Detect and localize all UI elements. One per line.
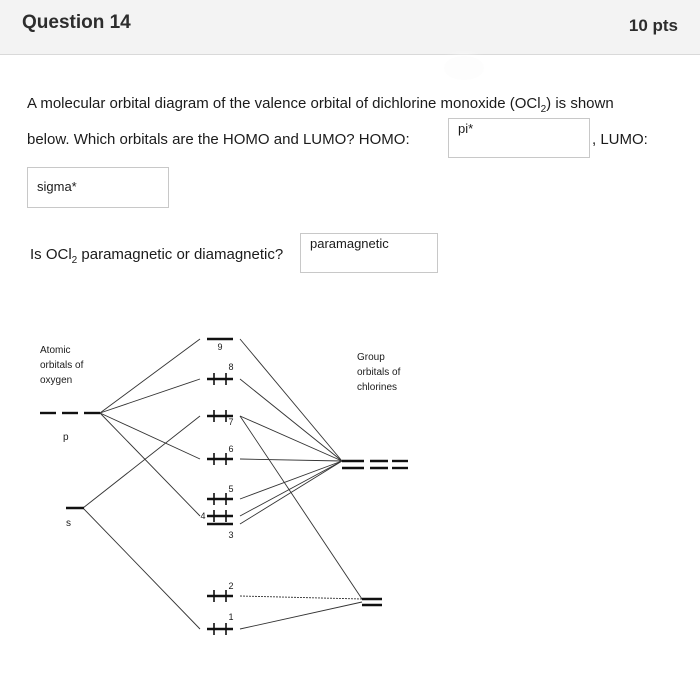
correlation-line xyxy=(99,338,201,414)
correlation-line xyxy=(239,415,343,462)
correlation-line xyxy=(82,507,201,630)
mo-number-3: 3 xyxy=(228,530,233,540)
mo-number-4: 4 xyxy=(200,511,205,521)
left-label-line2: orbitals of xyxy=(40,360,84,371)
magnetism-question-suffix: paramagnetic or diamagnetic? xyxy=(77,246,284,263)
electron-arrows xyxy=(213,373,227,635)
chlorine-group-levels xyxy=(342,459,408,607)
lumo-label: , LUMO: xyxy=(592,131,648,148)
lumo-answer-field[interactable]: sigma* xyxy=(27,167,169,208)
subscript-2b: 2 xyxy=(71,255,78,266)
correlation-line xyxy=(99,412,201,517)
mo-number-6: 6 xyxy=(228,444,233,454)
right-label-line2: orbitals of xyxy=(357,367,401,378)
mo-number-9: 9 xyxy=(217,342,222,352)
mo-number-8: 8 xyxy=(228,362,233,372)
mo-number-1: 1 xyxy=(228,612,233,622)
question-points: 10 pts xyxy=(628,16,678,35)
subscript-2: 2 xyxy=(540,104,547,115)
left-label-line3: oxygen xyxy=(40,375,72,386)
magnetism-answer-field[interactable]: paramagnetic xyxy=(300,233,438,273)
correlation-line xyxy=(99,412,201,460)
p-orbital-label: p xyxy=(63,432,69,443)
s-orbital-label: s xyxy=(66,518,71,529)
right-label-line3: chlorines xyxy=(357,382,397,393)
correlation-line xyxy=(239,601,363,630)
correlation-line xyxy=(239,458,343,462)
mo-energy-levels xyxy=(207,337,233,631)
mo-number-2: 2 xyxy=(228,581,233,591)
question-text-line1-main: A molecular orbital diagram of the valen… xyxy=(27,95,541,112)
question-text-line2: below. Which orbitals are the HOMO and L… xyxy=(27,131,410,148)
mo-number-7: 7 xyxy=(228,417,233,427)
homo-answer-field[interactable]: pi* xyxy=(448,118,590,158)
correlation-line xyxy=(82,415,201,509)
question-text-magnetism: Is OCl2 paramagnetic or diamagnetic? xyxy=(30,246,283,266)
screen-glare xyxy=(444,56,484,80)
mo-number-5: 5 xyxy=(228,484,233,494)
question-header: Question 14 10 pts xyxy=(0,0,700,55)
correlation-line xyxy=(239,460,343,517)
correlation-line xyxy=(239,415,363,600)
question-title: Question 14 xyxy=(22,12,131,33)
right-label-line1: Group xyxy=(357,352,385,363)
correlation-lines xyxy=(82,338,363,630)
correlation-line xyxy=(239,378,343,462)
question-text-line1: A molecular orbital diagram of the valen… xyxy=(27,95,614,115)
correlation-line xyxy=(99,378,201,414)
correlation-line xyxy=(239,460,343,500)
correlation-line xyxy=(239,338,343,462)
left-label-line1: Atomic xyxy=(40,345,71,356)
question-text-line1-end: ) is shown xyxy=(546,95,614,112)
mo-diagram: Atomic orbitals of oxygen Group orbitals… xyxy=(40,337,408,635)
magnetism-question-prefix: Is OCl xyxy=(30,246,72,263)
correlation-line xyxy=(239,595,363,600)
